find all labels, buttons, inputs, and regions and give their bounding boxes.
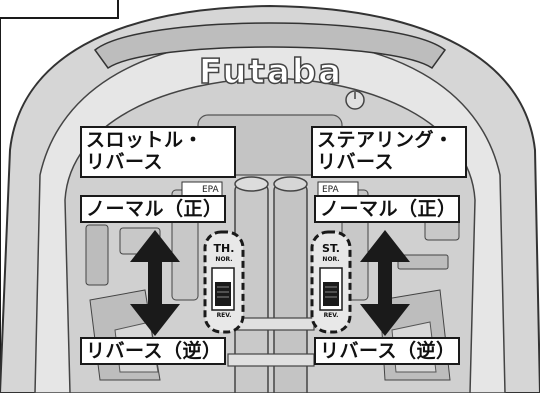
throttle-switch-normal: NOR.: [215, 256, 233, 263]
steering-reverse-title: ステアリング・ リバース: [311, 126, 467, 178]
steering-reverse-label: リバース（逆）: [314, 337, 460, 365]
throttle-switch-name: TH.: [213, 242, 235, 255]
steering-normal-label: ノーマル（正）: [314, 195, 460, 223]
throttle-reverse-label: リバース（逆）: [80, 337, 226, 365]
futaba-logo: Futaba: [198, 51, 344, 93]
steering-reverse-switch[interactable]: ST. NOR. REV.: [312, 232, 350, 332]
steering-switch-reverse: REV.: [323, 312, 339, 319]
epa-label-left: EPA: [202, 185, 219, 195]
throttle-direction-arrow: [130, 230, 180, 336]
throttle-title-line1: スロットル・: [86, 129, 204, 151]
steering-switch-normal: NOR.: [322, 256, 340, 263]
epa-label-right: EPA: [322, 185, 339, 195]
battery-pack: [227, 176, 315, 393]
throttle-reverse-switch[interactable]: TH. NOR. REV.: [205, 232, 243, 332]
steering-title-line2: リバース: [317, 151, 395, 173]
throttle-switch-reverse: REV.: [216, 312, 232, 319]
steering-title-line1: ステアリング・: [317, 129, 454, 151]
steering-direction-arrow: [360, 230, 410, 336]
throttle-title-line2: リバース: [86, 151, 164, 173]
throttle-normal-label: ノーマル（正）: [80, 195, 226, 223]
steering-switch-name: ST.: [322, 242, 340, 255]
throttle-reverse-title: スロットル・ リバース: [80, 126, 236, 178]
